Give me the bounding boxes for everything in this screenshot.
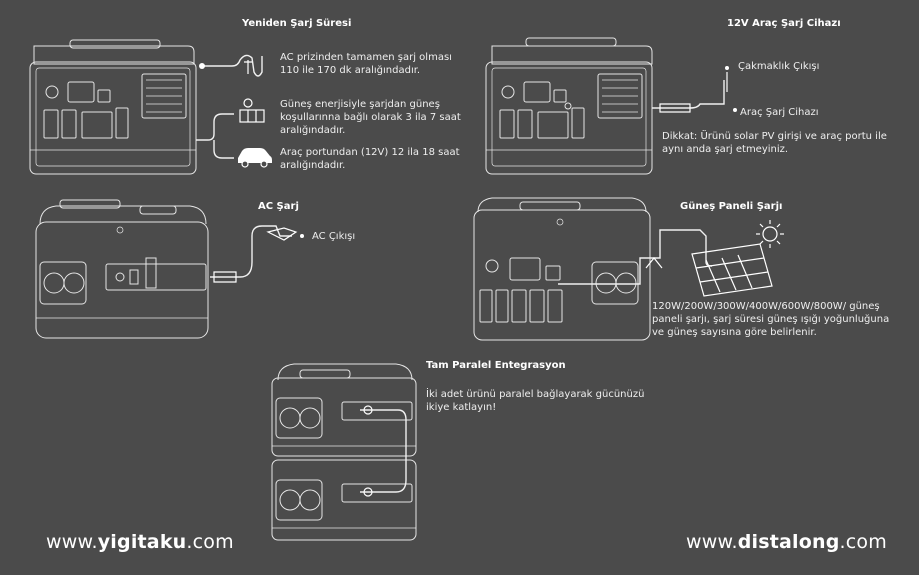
solar-charging-text: 120W/200W/300W/400W/600W/800W/ güneş pan… [652,301,890,338]
footer-left-brand: yigitaku [97,531,187,553]
solar-panel-icon [239,98,265,123]
footer-right-prefix: www. [686,531,738,553]
power-station-ac-charging-illustration [35,199,209,339]
ac-recharge-text: AC prizinden tamamen şarj olması 110 ile… [280,52,452,76]
solar-panel-large-icon [691,243,773,297]
footer-right-suffix: .com [839,531,887,553]
ac-charging-title: AC Şarj [258,201,299,212]
car-recharge-text: Araç portundan (12V) 12 ila 18 saat aral… [280,147,460,171]
car-charger-label: Araç Şarj Cihazı [740,107,819,118]
sun-icon [756,220,784,248]
stacked-power-stations-illustration [271,363,417,541]
power-station-front-illustration [29,39,197,175]
parallel-title: Tam Paralel Entegrasyon [426,360,566,371]
ac-outlet-label: AC Çıkışı [312,231,356,242]
footer-left-suffix: .com [186,531,234,553]
car-charger-title: 12V Araç Şarj Cihazı [727,18,841,29]
solar-charging-title: Güneş Paneli Şarjı [680,201,783,212]
footer-right-brand: distalong [737,531,840,553]
parallel-text: İki adet ürünü paralel bağlayarak gücünü… [426,389,645,413]
footer-left-prefix: www. [46,531,98,553]
solar-recharge-text: Güneş enerjisiyle şarjdan güneş koşullar… [280,99,461,136]
car-charger-warning: Dikkat: Ürünü solar PV girişi ve araç po… [662,131,887,155]
footer-right-url[interactable]: www.distalong.com [686,531,887,553]
power-station-car-charging-illustration [485,37,653,175]
power-station-solar-charging-illustration [473,197,651,341]
footer-left-url[interactable]: www.yigitaku.com [46,531,234,553]
car-icon [238,148,272,168]
lighter-outlet-label: Çakmaklık Çıkışı [738,61,820,72]
recharge-time-title: Yeniden Şarj Süresi [242,18,352,29]
